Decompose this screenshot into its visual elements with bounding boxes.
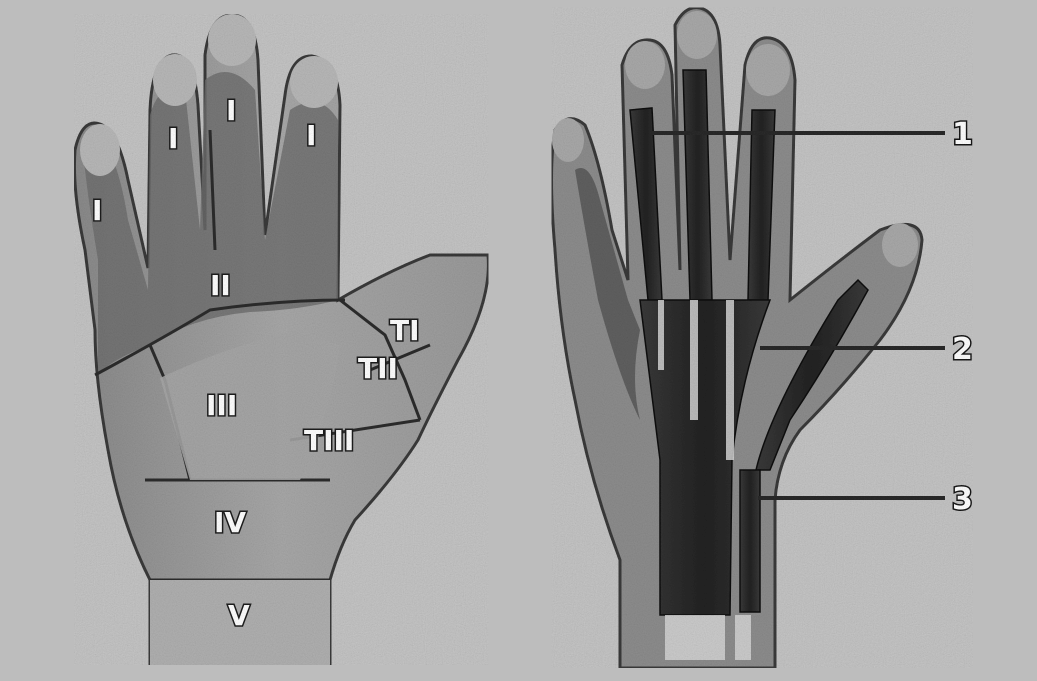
zone-label-finger-index: I <box>306 119 316 152</box>
zone-label-thumb-middle: TII <box>358 352 398 385</box>
zone-label-wrist: V <box>228 599 250 632</box>
callout-label-3: 3 <box>952 482 973 517</box>
callout-label-1: 1 <box>952 117 973 152</box>
zone-label-palm-upper: II <box>210 269 231 302</box>
callout-label-2: 2 <box>952 332 973 367</box>
zone-label-finger-ring: I <box>168 122 178 155</box>
zone-label-finger-middle: I <box>226 94 236 127</box>
zone-label-thumb-tip: TI <box>390 314 420 347</box>
zone-label-palm-lower: IV <box>214 506 246 539</box>
zone-label-palm-middle: III <box>206 389 237 422</box>
zone-label-thumb-base: TIII <box>304 424 354 457</box>
zone-label-finger-little: I <box>92 194 102 227</box>
